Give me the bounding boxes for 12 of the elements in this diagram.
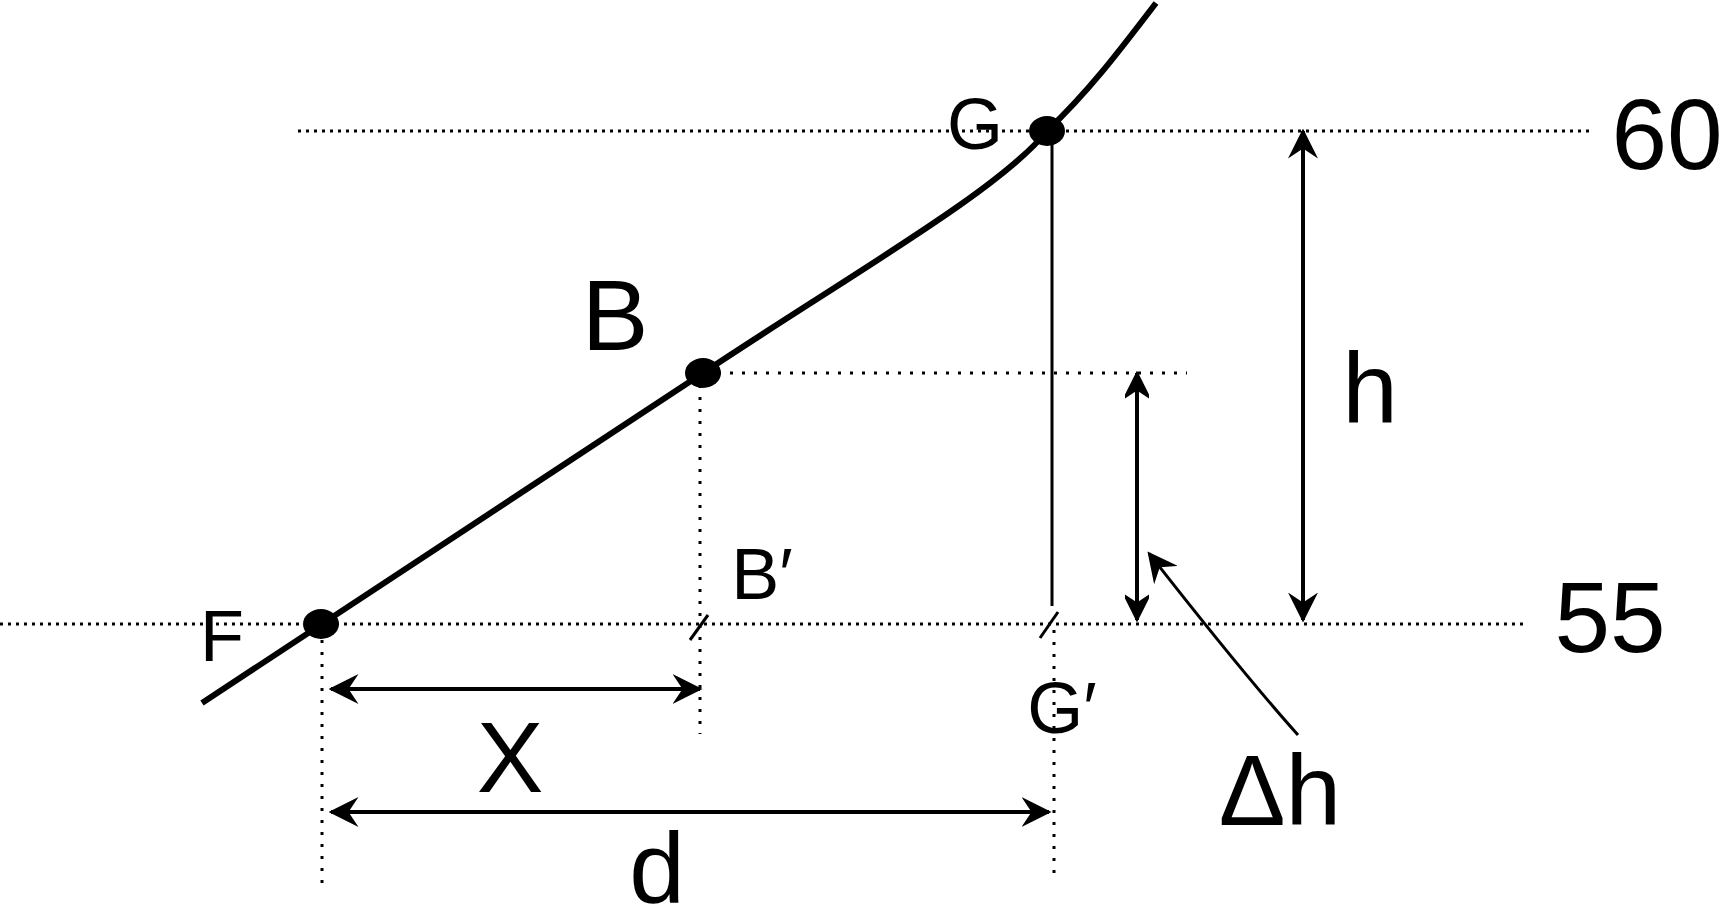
point-label: F xyxy=(200,600,244,672)
point-label: G xyxy=(947,88,1003,160)
point-label: B xyxy=(581,265,649,365)
point-label: 55 xyxy=(1554,567,1666,667)
leader-line xyxy=(1147,551,1300,736)
point-label: d xyxy=(629,818,685,909)
point-label: B′ xyxy=(731,538,793,610)
point-label: X xyxy=(476,707,544,807)
point-label: 60 xyxy=(1611,84,1723,184)
dimension-label: Δh xyxy=(1218,740,1342,840)
point-label: h xyxy=(1342,338,1398,438)
point-label: G′ xyxy=(1027,672,1097,744)
